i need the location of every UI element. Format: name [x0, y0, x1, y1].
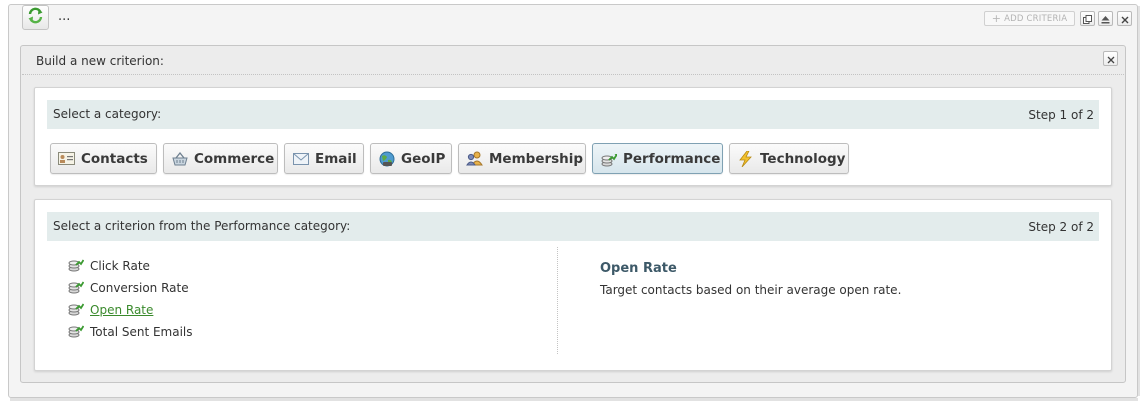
category-email-button[interactable]: Email: [284, 143, 364, 174]
category-performance-button[interactable]: Performance: [592, 143, 723, 174]
collapse-button[interactable]: [1098, 11, 1113, 26]
performance-icon: [68, 322, 85, 341]
close-icon: [1107, 49, 1115, 68]
builder-title: Build a new criterion:: [36, 54, 164, 68]
envelope-icon: [292, 151, 309, 166]
category-label: GeoIP: [401, 150, 446, 167]
step-indicator: Step 1 of 2: [1028, 108, 1094, 122]
criterion-label: Conversion Rate: [90, 280, 189, 295]
refresh-button[interactable]: [22, 5, 49, 30]
category-label: Membership: [489, 150, 584, 167]
contact-card-icon: [58, 151, 75, 166]
divider: [22, 74, 1124, 75]
criterion-step-header: Select a criterion from the Performance …: [47, 212, 1099, 241]
category-label: Performance: [623, 150, 721, 167]
category-label: Contacts: [81, 150, 148, 167]
category-technology-button[interactable]: Technology: [729, 143, 849, 174]
copy-icon: [1083, 9, 1092, 28]
close-window-button[interactable]: [1117, 11, 1132, 26]
plus-icon: +: [991, 12, 1002, 25]
category-step-header: Select a category: Step 1 of 2: [47, 100, 1099, 129]
criterion-step-label: Select a criterion from the Performance …: [53, 219, 351, 233]
criterion-label: Open Rate: [90, 302, 154, 317]
criterion-item-total-sent-emails[interactable]: Total Sent Emails: [68, 322, 193, 341]
refresh-icon: [27, 7, 44, 28]
criterion-item-open-rate[interactable]: Open Rate: [68, 300, 153, 319]
criterion-step-card: Select a criterion from the Performance …: [34, 199, 1112, 371]
performance-icon: [68, 278, 85, 297]
divider: [557, 247, 558, 354]
collapse-icon: [1101, 9, 1110, 28]
criterion-item-conversion-rate[interactable]: Conversion Rate: [68, 278, 189, 297]
criterion-detail-title: Open Rate: [600, 261, 677, 276]
category-step-label: Select a category:: [53, 107, 162, 121]
globe-icon: [378, 151, 395, 166]
category-label: Commerce: [194, 150, 275, 167]
criterion-detail-description: Target contacts based on their average o…: [600, 283, 902, 297]
category-contacts-button[interactable]: Contacts: [50, 143, 157, 174]
add-criteria-label: ADD CRITERIA: [1004, 13, 1068, 24]
category-membership-button[interactable]: Membership: [458, 143, 586, 174]
criterion-label: Total Sent Emails: [90, 324, 193, 339]
people-icon: [466, 151, 483, 166]
step-indicator: Step 2 of 2: [1028, 220, 1094, 234]
criterion-label: Click Rate: [90, 258, 150, 273]
lightning-icon: [737, 150, 754, 167]
category-commerce-button[interactable]: Commerce: [163, 143, 278, 174]
close-icon: [1121, 9, 1129, 28]
close-builder-button[interactable]: [1103, 51, 1118, 66]
performance-icon: [600, 151, 617, 166]
add-criteria-button[interactable]: + ADD CRITERIA: [984, 11, 1075, 26]
window-shadow: [1137, 6, 1140, 396]
category-label: Technology: [760, 150, 846, 167]
window-title: ...: [58, 9, 71, 24]
performance-icon: [68, 300, 85, 319]
criterion-item-click-rate[interactable]: Click Rate: [68, 256, 150, 275]
window-shadow: [10, 398, 1138, 401]
performance-icon: [68, 256, 85, 275]
category-geoip-button[interactable]: GeoIP: [370, 143, 452, 174]
basket-icon: [171, 151, 188, 166]
category-label: Email: [315, 150, 357, 167]
copy-button[interactable]: [1080, 11, 1095, 26]
